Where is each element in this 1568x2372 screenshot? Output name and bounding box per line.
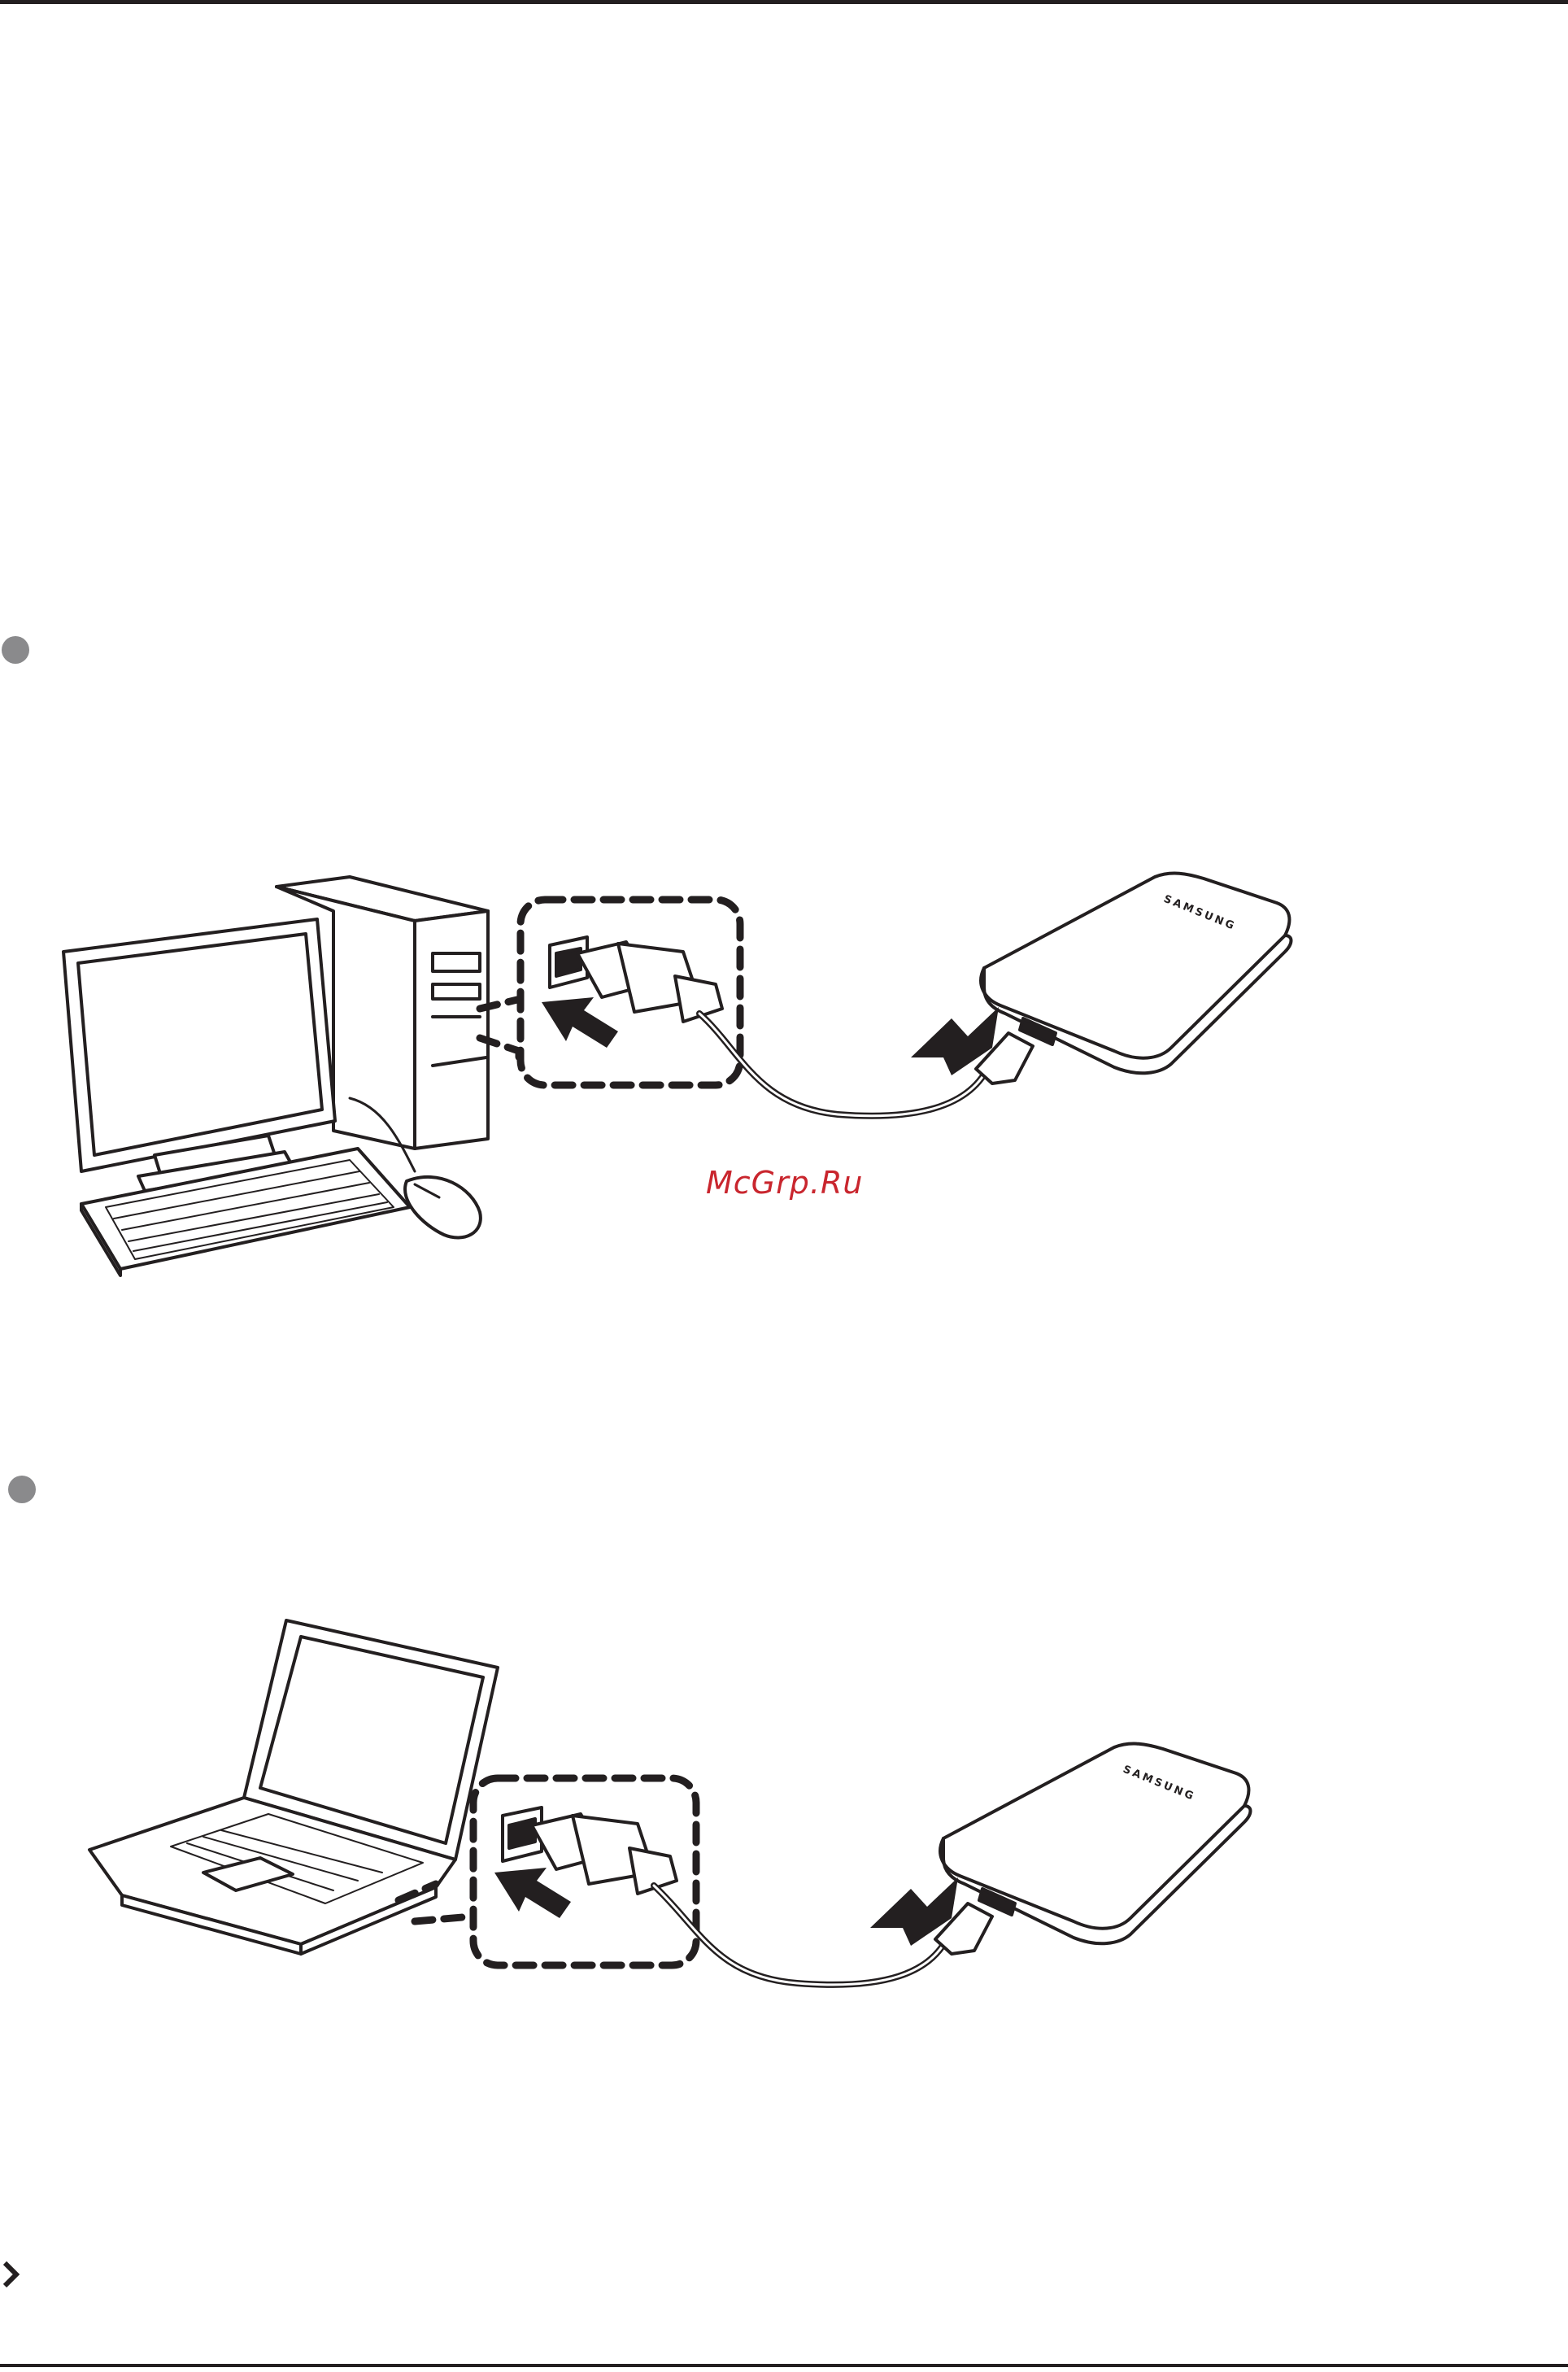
- usb-plug-icon: [577, 942, 722, 1022]
- section-bullet-desktop: [2, 636, 29, 664]
- section-bullet-laptop: [8, 1476, 36, 1503]
- bottom-rule: [0, 2364, 1568, 2367]
- usb-plug-icon: [532, 1814, 677, 1894]
- desktop-monitor: [63, 919, 335, 1191]
- insert-arrow-icon: [494, 1868, 571, 1918]
- laptop: [89, 1620, 498, 1954]
- desktop-connection-illustration: SAMSUNG: [57, 862, 1326, 1285]
- top-rule: [0, 0, 1568, 4]
- watermark-text: McGrp.Ru: [706, 1165, 863, 1201]
- chevron-right-icon: [0, 2258, 24, 2291]
- laptop-connection-illustration: SAMSUNG: [81, 1619, 1269, 2042]
- insert-arrow-icon: [542, 997, 618, 1048]
